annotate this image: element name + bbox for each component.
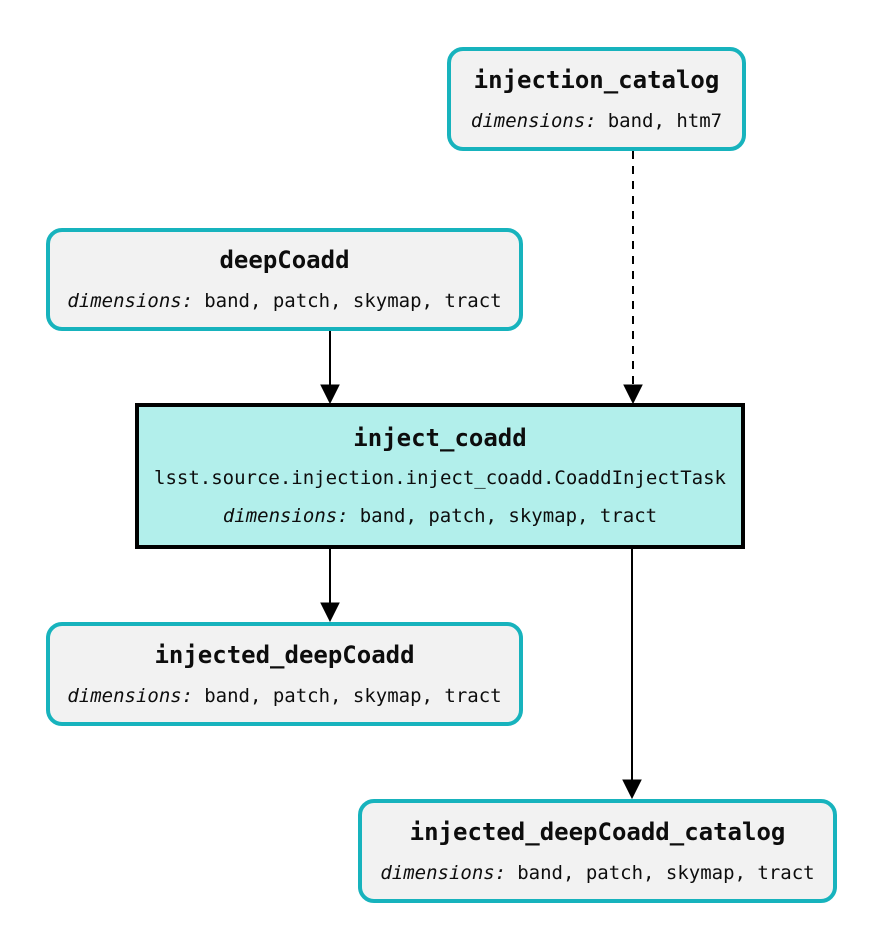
dimensions-label: dimensions: bbox=[380, 861, 507, 884]
edge-deepcoadd-to-inject-coadd bbox=[320, 330, 340, 405]
node-deepcoadd: deepCoadd dimensions: band, patch, skyma… bbox=[46, 228, 523, 331]
node-title: injection_catalog bbox=[473, 65, 720, 94]
node-title: injected_deepCoadd bbox=[154, 640, 415, 669]
node-title: inject_coadd bbox=[353, 424, 527, 452]
edge-inject-coadd-to-injected-deepcoadd-catalog bbox=[622, 549, 642, 800]
edge-inject-coadd-to-injected-deepcoadd bbox=[320, 549, 340, 623]
task-class-path: lsst.source.injection.inject_coadd.Coadd… bbox=[154, 467, 726, 489]
node-dimensions: dimensions: band, patch, skymap, tract bbox=[67, 684, 502, 707]
node-inject-coadd-task: inject_coadd lsst.source.injection.injec… bbox=[135, 403, 745, 549]
node-injected-deepcoadd-catalog: injected_deepCoadd_catalog dimensions: b… bbox=[358, 799, 837, 903]
dimensions-label: dimensions: bbox=[470, 109, 597, 132]
node-dimensions: dimensions: band, patch, skymap, tract bbox=[67, 292, 501, 311]
node-injection-catalog: injection_catalog dimensions: band, htm7 bbox=[447, 47, 746, 151]
dimensions-label: dimensions: bbox=[67, 290, 194, 312]
dimensions-label: dimensions: bbox=[67, 684, 194, 707]
node-title: injected_deepCoadd_catalog bbox=[409, 817, 786, 846]
edge-injection-catalog-to-inject-coadd bbox=[623, 151, 643, 405]
node-injected-deepcoadd: injected_deepCoadd dimensions: band, pat… bbox=[46, 622, 523, 726]
dimensions-value: band, patch, skymap, tract bbox=[204, 684, 502, 707]
node-dimensions: dimensions: band, patch, skymap, tract bbox=[223, 507, 657, 526]
dimensions-label: dimensions: bbox=[222, 505, 349, 527]
dimensions-value: band, patch, skymap, tract bbox=[517, 861, 815, 884]
node-dimensions: dimensions: band, htm7 bbox=[470, 109, 723, 132]
node-dimensions: dimensions: band, patch, skymap, tract bbox=[380, 861, 815, 884]
node-title: deepCoadd bbox=[219, 246, 350, 274]
dimensions-value: band, htm7 bbox=[607, 109, 723, 132]
dimensions-value: band, patch, skymap, tract bbox=[204, 290, 502, 312]
dimensions-value: band, patch, skymap, tract bbox=[359, 505, 658, 527]
